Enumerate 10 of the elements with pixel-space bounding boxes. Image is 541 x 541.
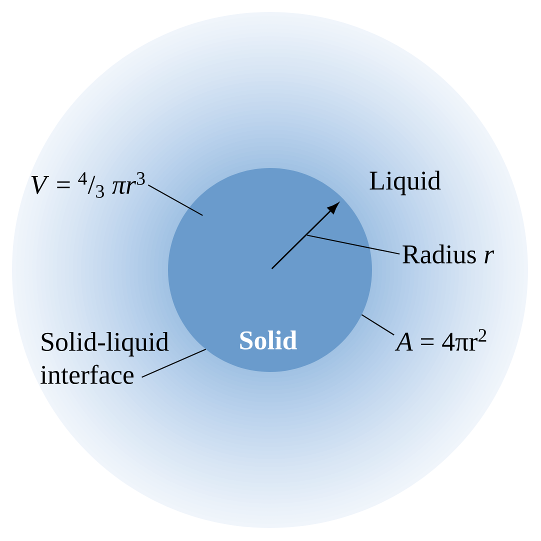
- leader-line: [148, 184, 203, 216]
- radius-arrow: [271, 202, 339, 270]
- area-formula: A = 4πr$^{2}$: [394, 329, 486, 351]
- leader-line: [307, 234, 400, 255]
- leader-line: [361, 314, 394, 336]
- volume-formula: V = $^{4}$/$_{3}$ πr$^{3}$: [31, 172, 145, 198]
- interface-label: Solid-liquid interface: [40, 332, 169, 384]
- region-label: Liquid: [370, 170, 441, 196]
- leader-line: [142, 348, 206, 378]
- radius-label: Radius r: [402, 244, 494, 264]
